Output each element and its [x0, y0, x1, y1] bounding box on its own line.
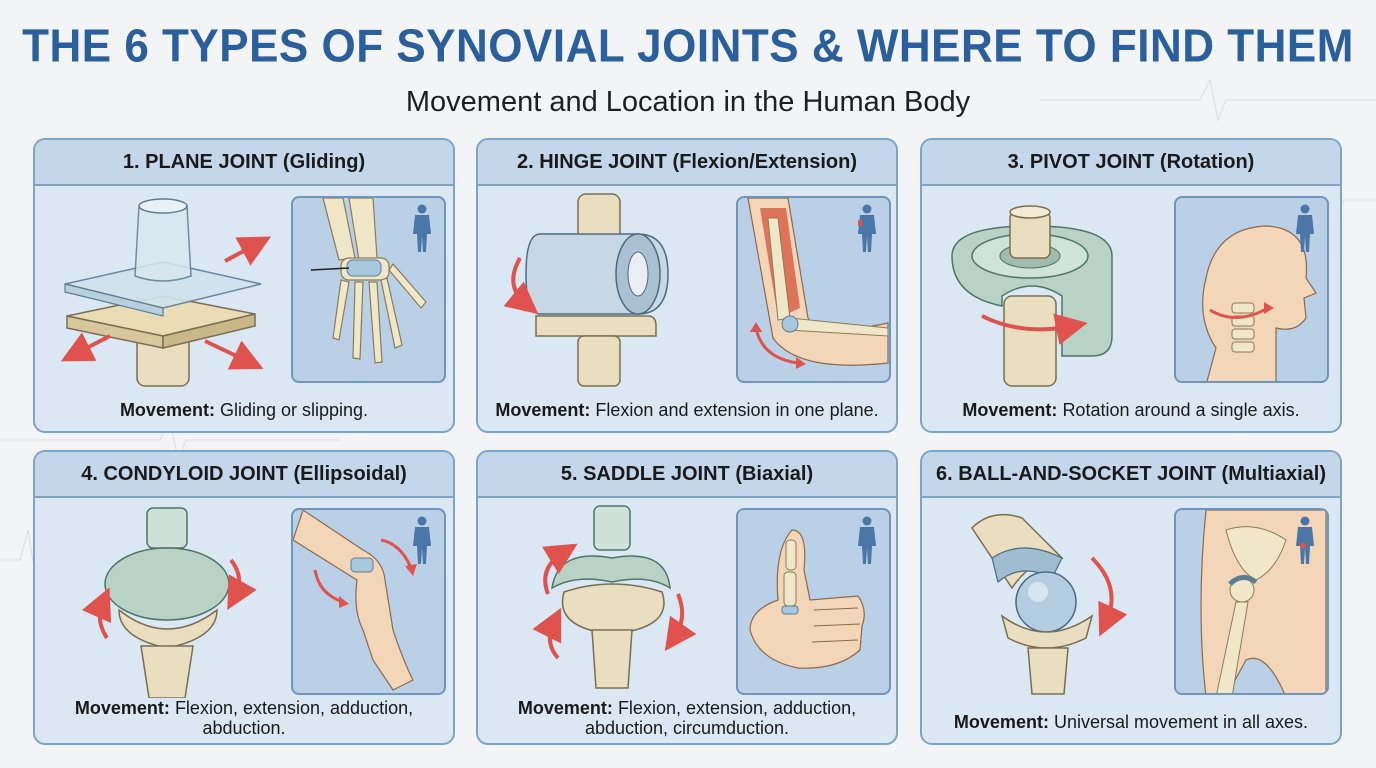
movement-label: Movement: [953, 712, 1049, 732]
movement-description: Movement: Flexion and extension in one p… [478, 400, 896, 420]
movement-label: Movement: [962, 400, 1058, 420]
plane-joint-model-illustration [60, 198, 272, 387]
movement-text-continued: abduction. [202, 718, 286, 738]
movement-text: Flexion and extension in one plane. [595, 400, 879, 420]
movement-text: Rotation around a single axis. [1062, 400, 1300, 420]
movement-description: Movement: Flexion, extension, adduction,… [35, 698, 453, 738]
movement-text-continued: abduction, circumduction. [584, 718, 790, 738]
card-heading: 6. BALL-AND-SOCKET JOINT (Multiaxial) [922, 452, 1340, 498]
movement-description: Movement: Flexion, extension, adduction,… [478, 698, 896, 738]
elbow-anatomy-illustration [736, 196, 891, 383]
card-plane-joint: 1. PLANE JOINT (Gliding) [33, 138, 455, 433]
movement-description: Movement: Gliding or slipping. [35, 400, 453, 420]
hinge-joint-model-illustration [503, 193, 669, 387]
person-silhouette-icon [1296, 516, 1314, 564]
movement-text: Gliding or slipping. [219, 400, 369, 420]
neck-vertebrae-illustration [1174, 196, 1329, 383]
movement-label: Movement: [495, 400, 591, 420]
hip-joint-illustration [1174, 508, 1329, 695]
condyloid-joint-model-illustration [81, 507, 257, 698]
wrist-hand-illustration [291, 508, 446, 695]
movement-text: Universal movement in all axes. [1053, 712, 1309, 732]
person-silhouette-icon [413, 204, 431, 252]
card-pivot-joint: 3. PIVOT JOINT (Rotation) [920, 138, 1342, 433]
person-silhouette-icon [858, 516, 876, 564]
pivot-joint-model-illustration [951, 205, 1113, 387]
movement-label: Movement: [74, 698, 170, 718]
card-ball-and-socket-joint: 6. BALL-AND-SOCKET JOINT (Multiaxial) [920, 450, 1342, 745]
movement-text: Flexion, extension, adduction, [174, 698, 414, 718]
page-title: THE 6 TYPES OF SYNOVIAL JOINTS & WHERE T… [22, 20, 1354, 73]
card-hinge-joint: 2. HINGE JOINT (Flexion/Extension) [476, 138, 898, 433]
card-condyloid-joint: 4. CONDYLOID JOINT (Ellipsoidal) [33, 450, 455, 745]
thumb-hand-illustration [736, 508, 891, 695]
card-heading: 5. SADDLE JOINT (Biaxial) [478, 452, 896, 498]
card-heading: 2. HINGE JOINT (Flexion/Extension) [478, 140, 896, 186]
card-heading: 4. CONDYLOID JOINT (Ellipsoidal) [35, 452, 453, 498]
page-subtitle: Movement and Location in the Human Body [405, 86, 971, 118]
card-heading: 1. PLANE JOINT (Gliding) [35, 140, 453, 186]
saddle-joint-model-illustration [532, 505, 697, 689]
ball-and-socket-model-illustration [971, 513, 1128, 695]
person-silhouette-icon [1296, 204, 1314, 252]
card-saddle-joint: 5. SADDLE JOINT (Biaxial) [476, 450, 898, 745]
card-heading: 3. PIVOT JOINT (Rotation) [922, 140, 1340, 186]
movement-description: Movement: Universal movement in all axes… [922, 712, 1340, 732]
movement-label: Movement: [517, 698, 613, 718]
movement-label: Movement: [119, 400, 215, 420]
movement-text: Flexion, extension, adduction, [617, 698, 857, 718]
wrist-bones-illustration [291, 196, 446, 383]
person-silhouette-icon [858, 204, 876, 252]
person-silhouette-icon [413, 516, 431, 564]
movement-description: Movement: Rotation around a single axis. [922, 400, 1340, 420]
